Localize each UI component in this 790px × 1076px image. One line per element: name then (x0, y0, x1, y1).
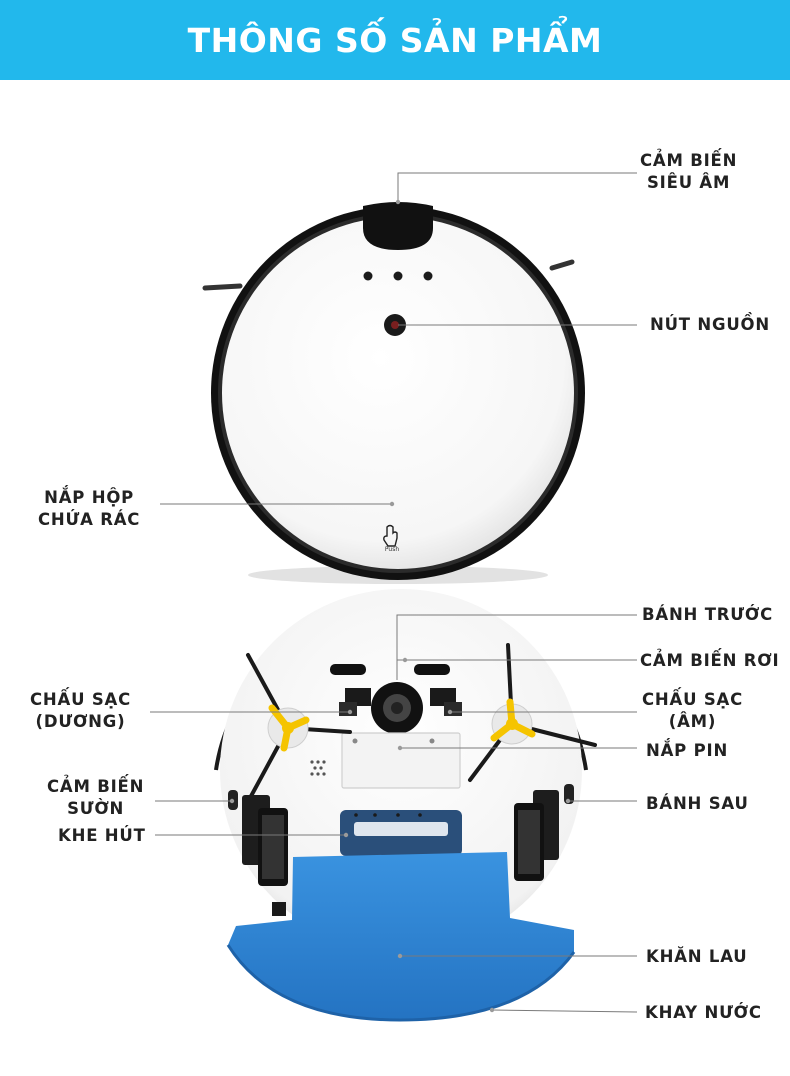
label-charge-negative: CHẤU SẠC (ÂM) (642, 689, 743, 733)
label-charge-negative-line2: (ÂM) (668, 712, 717, 731)
left-side-brush-icon (246, 653, 352, 800)
label-side-sensor-line2: SƯỜN (67, 799, 125, 818)
side-brush-icon (202, 259, 575, 291)
label-ultrasonic-sensor-line1: CẢM BIẾN (640, 151, 738, 170)
label-mop-cloth: KHĂN LAU (646, 947, 748, 966)
label-side-sensor-line1: CẢM BIẾN (47, 777, 145, 796)
bottom-leader-lines (150, 614, 638, 1013)
right-rear-wheel-icon (514, 790, 559, 881)
label-charge-positive-line1: CHẤU SẠC (30, 690, 131, 709)
robot-bottom-view (214, 589, 597, 1022)
label-water-tank: KHAY NƯỚC (645, 1003, 762, 1022)
power-button-icon (384, 314, 406, 336)
label-ultrasonic-sensor-line2: SIÊU ÂM (647, 173, 731, 192)
front-wheel-icon (371, 682, 423, 734)
label-battery-cover: NẮP PIN (646, 741, 729, 760)
label-ultrasonic-sensor: CẢM BIẾN SIÊU ÂM (640, 150, 737, 194)
label-front-wheel: BÁNH TRƯỚC (642, 605, 773, 624)
speaker-icon (310, 760, 326, 776)
label-dustbin-cover-line2: CHỨA RÁC (38, 510, 141, 529)
header-banner: THÔNG SỐ SẢN PHẨM (0, 0, 790, 80)
page-title: THÔNG SỐ SẢN PHẨM (187, 20, 603, 60)
suction-slot-icon (340, 810, 462, 856)
label-side-sensor: CẢM BIẾN SƯỜN (47, 776, 144, 820)
label-charge-positive: CHẤU SẠC (DƯƠNG) (30, 689, 131, 733)
label-dustbin-cover: NẮP HỘP CHỨA RÁC (38, 487, 140, 531)
label-cliff-sensor: CẢM BIẾN RƠI (640, 651, 780, 670)
left-rear-wheel-icon (242, 795, 288, 886)
right-side-brush-icon (468, 643, 597, 782)
push-hand-icon (383, 524, 398, 547)
mop-cloth-icon (226, 852, 576, 1022)
push-text: Push (385, 546, 399, 553)
label-rear-wheel: BÁNH SAU (646, 794, 749, 813)
robot-top-view: Push (211, 202, 585, 580)
top-leader-lines (160, 172, 637, 505)
label-power-button: NÚT NGUỒN (650, 315, 770, 334)
label-charge-positive-line2: (DƯƠNG) (35, 712, 126, 731)
label-dustbin-cover-line1: NẮP HỘP (44, 488, 135, 507)
label-suction-slot: KHE HÚT (58, 826, 146, 845)
label-charge-negative-line1: CHẤU SẠC (642, 690, 743, 709)
